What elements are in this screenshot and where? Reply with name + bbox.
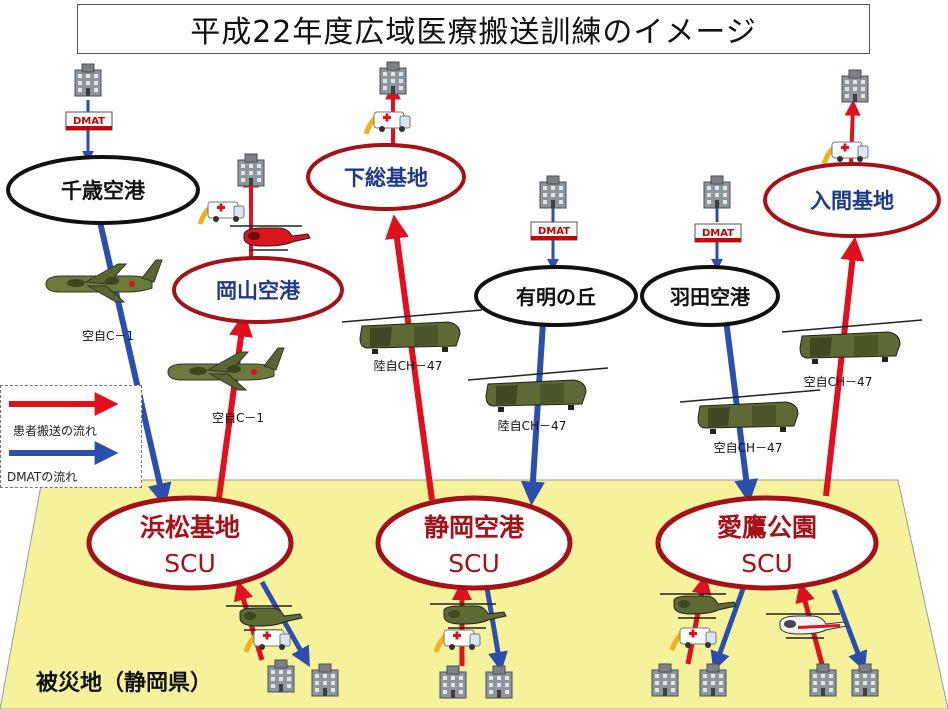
disaster-area-label: 被災地（静岡県） [36, 670, 212, 696]
dmat-arrow-ariake-shizuoka [520, 321, 546, 506]
patient-arrow-hamamatsu-okayama [216, 312, 253, 499]
svg-text:岡山空港: 岡山空港 [216, 279, 301, 303]
legend: 患者搬送の流れ DMATの流れ [0, 385, 142, 488]
svg-text:浜松基地: 浜松基地 [140, 513, 240, 542]
svg-text:SCU: SCU [164, 549, 216, 578]
hospital-icon [841, 69, 869, 103]
hospital-icon [74, 63, 102, 97]
dmat-badge: DMAT [530, 221, 578, 241]
dmat-badge: DMAT [65, 111, 113, 131]
ch47-helicopter-icon [679, 389, 821, 435]
hospital-icon [379, 61, 407, 95]
aircraft-label: 空自CH－47 [714, 441, 783, 455]
svg-text:羽田空港: 羽田空港 [670, 285, 751, 309]
aircraft-label: 陸自CH－47 [498, 419, 567, 433]
svg-text:静岡空港: 静岡空港 [424, 513, 525, 542]
svg-text:SCU: SCU [448, 549, 500, 578]
svg-text:下総基地: 下総基地 [344, 166, 428, 190]
aircraft-label: 空自C－1 [82, 329, 134, 343]
svg-text:入間基地: 入間基地 [810, 189, 894, 213]
legend-patient-flow: 患者搬送の流れ [13, 424, 98, 438]
scu-hamamatsu: 浜松基地 SCU [86, 495, 294, 591]
patient-arrow-aitaka-iruma [823, 236, 865, 497]
hospital-icon [703, 175, 731, 209]
ambulance-icon [824, 142, 868, 164]
page-title: 平成22年度広域医療搬送訓練のイメージ [77, 4, 870, 54]
node-ariake: 有明の丘 [474, 265, 638, 327]
aircraft-label: 空自C－1 [212, 411, 264, 425]
local-arrows-shizuoka [452, 580, 508, 672]
svg-text:愛鷹公園: 愛鷹公園 [717, 513, 817, 542]
hospital-icon [237, 153, 265, 187]
legend-arrows [9, 392, 119, 465]
patient-arrow-shizuoka-shimofusa [385, 214, 435, 501]
ambulance-icon [366, 112, 410, 134]
svg-text:DMAT: DMAT [538, 226, 570, 237]
legend-dmat-flow: DMATの流れ [7, 470, 78, 484]
svg-text:DMAT: DMAT [702, 228, 734, 239]
aircraft-label: 空自CH－47 [804, 375, 873, 389]
node-okayama: 岡山空港 [172, 256, 344, 324]
node-iruma: 入間基地 [763, 162, 941, 238]
dmat-badge: DMAT [694, 223, 742, 243]
node-haneda: 羽田空港 [640, 265, 780, 327]
svg-text:SCU: SCU [741, 549, 793, 578]
ambulance-icon [200, 202, 244, 224]
svg-text:DMAT: DMAT [73, 116, 105, 127]
ch47-helicopter-icon [341, 309, 483, 355]
hospital-icon [539, 175, 567, 209]
svg-text:千歳空港: 千歳空港 [61, 179, 146, 203]
c1-aircraft-icon [45, 259, 163, 303]
ch47-helicopter-icon [781, 319, 923, 365]
helicopter-icon [229, 225, 311, 251]
aircraft-label: 陸自CH－47 [374, 359, 443, 373]
scu-shizuoka: 静岡空港 SCU [375, 495, 573, 591]
svg-text:有明の丘: 有明の丘 [516, 285, 596, 309]
scu-aitaka: 愛鷹公園 SCU [655, 495, 879, 591]
c1-aircraft-icon [167, 347, 285, 391]
node-shimofusa: 下総基地 [306, 143, 466, 211]
node-chitose: 千歳空港 [6, 155, 200, 225]
ch47-helicopter-icon [467, 367, 609, 413]
